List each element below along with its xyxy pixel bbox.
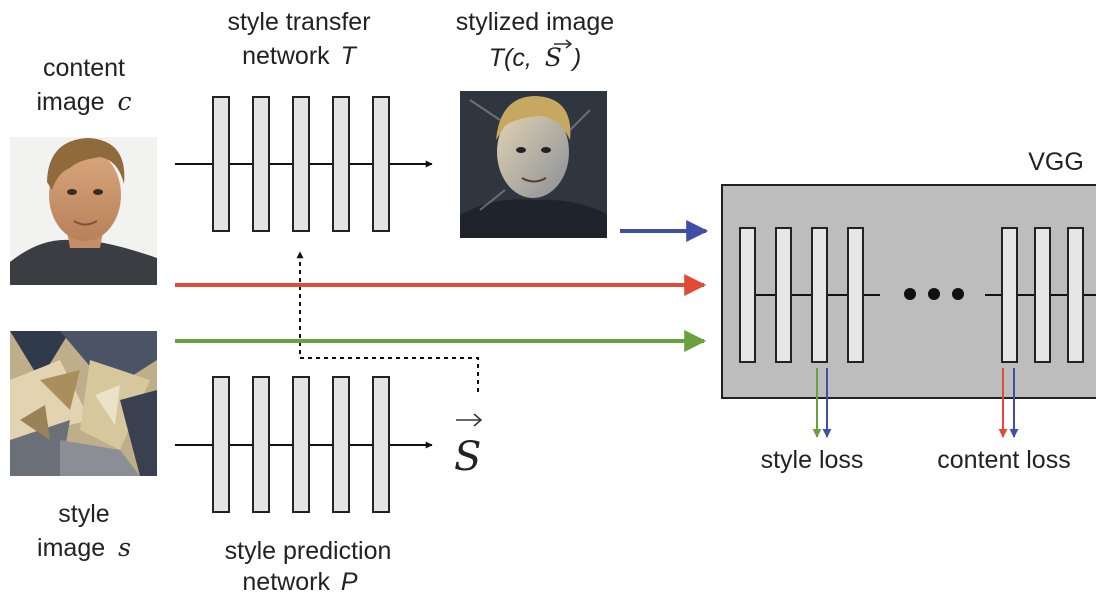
vgg-layer-2 <box>775 227 792 363</box>
prediction-layer-3 <box>292 376 310 513</box>
vgg-layer-6 <box>1034 227 1051 363</box>
style-transfer-label-line1: style transfer <box>227 8 370 36</box>
style-image-label-line2: image <box>37 534 105 562</box>
prediction-layer-4 <box>332 376 350 513</box>
style-image-label-line1: style <box>58 500 109 528</box>
vgg-layer-3 <box>811 227 828 363</box>
style-pred-label-line1: style prediction <box>225 537 392 565</box>
stylized-label-line1: stylized image <box>456 8 614 36</box>
vgg-layer-5 <box>1001 227 1018 363</box>
prediction-layer-1 <box>212 376 230 513</box>
svg-text:network P: network P <box>242 568 358 596</box>
style-vector-label: S <box>454 434 481 480</box>
style-prediction-network: style prediction network P <box>175 376 433 596</box>
style-transfer-network: style transfer network T <box>175 8 433 232</box>
style-loss-label: style loss <box>761 446 864 474</box>
style-pred-var: P <box>341 568 358 596</box>
vgg-layer-7 <box>1067 227 1084 363</box>
vgg-label: VGG <box>1028 148 1084 176</box>
content-loss-label: content loss <box>937 446 1070 474</box>
vgg-layer-4 <box>847 227 864 363</box>
three-dots-icon <box>904 288 964 300</box>
transfer-layer-5 <box>372 96 390 232</box>
content-image-label-line1: content <box>43 54 125 82</box>
transfer-layer-1 <box>212 96 230 232</box>
style-image-label: style image s <box>37 500 131 562</box>
stylized-image <box>460 91 607 238</box>
content-image-label: content image c <box>36 54 131 116</box>
transfer-layer-2 <box>252 96 270 232</box>
style-transfer-label-line2: network <box>242 42 330 70</box>
style-image <box>10 331 157 476</box>
svg-text:T(c, S ): T(c, S ) <box>489 43 581 72</box>
svg-text:image s: image s <box>37 533 131 562</box>
vgg-layer-1 <box>739 227 756 363</box>
transfer-layer-4 <box>332 96 350 232</box>
content-image-label-line2: image <box>36 88 104 116</box>
prediction-layer-2 <box>252 376 270 513</box>
prediction-layer-5 <box>372 376 390 513</box>
stylized-label-vec: S <box>545 43 562 72</box>
vgg-network: VGG <box>721 148 1096 399</box>
content-image <box>10 137 157 285</box>
transfer-layer-3 <box>292 96 310 232</box>
vector-arrow-icon <box>554 39 573 49</box>
style-image-var: s <box>118 533 131 562</box>
style-vector: S <box>454 413 483 480</box>
style-pred-label-line2: network <box>242 568 330 596</box>
style-vector-feedback-arrow <box>296 251 479 392</box>
content-image-var: c <box>118 87 132 116</box>
style-vector-arrow-icon <box>456 413 483 427</box>
svg-text:network T: network T <box>242 42 358 70</box>
stylized-label-close: ) <box>570 44 581 72</box>
stylized-image-label: stylized image T(c, S ) <box>456 8 614 72</box>
style-transfer-var: T <box>341 42 358 70</box>
stylized-label-open: T(c, <box>489 44 532 72</box>
svg-text:image c: image c <box>36 87 131 116</box>
